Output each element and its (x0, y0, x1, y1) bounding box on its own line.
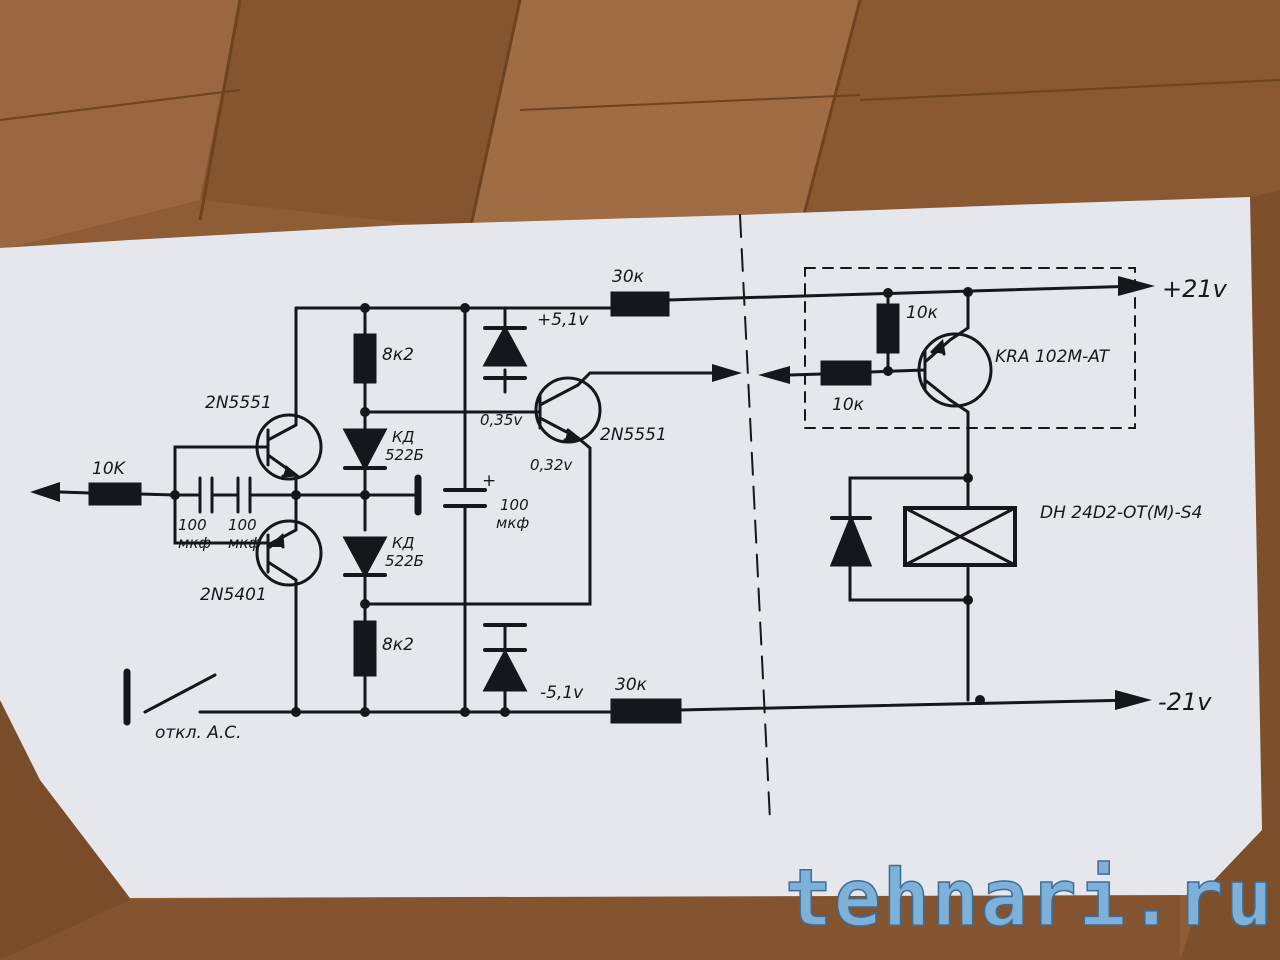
label-d-bot-1: КД (392, 534, 415, 552)
paper-sheet (0, 197, 1262, 898)
label-rail-pos: +21v (1162, 275, 1228, 303)
transistor-q3 (534, 376, 602, 444)
label-c3: 100 (500, 496, 529, 514)
label-switch: откл. А.С. (155, 723, 242, 743)
label-10k-b: 10к (832, 395, 865, 415)
label-q-bot: 2N5401 (200, 585, 267, 605)
resistor-8k2-top (353, 333, 377, 384)
label-c2-unit: мкф (228, 534, 261, 552)
junction-dots (170, 287, 985, 717)
label-v-pos: +5,1v (537, 310, 589, 330)
diode-kd522-bottom (342, 536, 388, 579)
diode-kd522-top (342, 428, 388, 472)
transistor-q1 (255, 413, 323, 497)
label-relay: DH 24D2-OT(M)-S4 (1040, 503, 1202, 523)
label-q-right: KRA 102M-AT (995, 347, 1111, 367)
resistor-30k-bottom (610, 698, 682, 724)
labels: 10K 2N5551 2N5401 100 мкф 100 мкф 8к2 8к… (92, 267, 1228, 743)
resistor-30k-top (610, 291, 670, 317)
arrows (30, 276, 1155, 710)
label-10k-a: 10к (906, 303, 939, 323)
label-q-top: 2N5551 (205, 393, 272, 413)
resistor-input-10k (88, 482, 142, 506)
schematic (30, 214, 1155, 821)
label-d-bot-2: 522Б (385, 552, 424, 570)
input-wire (58, 490, 177, 497)
label-v-neg: -5,1v (540, 683, 584, 703)
watermark: tehnari.ru (785, 854, 1275, 944)
emitter-wire (363, 436, 592, 606)
label-c2: 100 (228, 516, 257, 534)
label-r-in: 10K (92, 459, 127, 479)
label-c3-plus: + (482, 471, 496, 491)
top-rail-wire (294, 284, 1142, 310)
resistor-8k2-bottom (353, 620, 377, 677)
label-c1-unit: мкф (178, 534, 211, 552)
module-dashed-box (804, 267, 1136, 429)
label-d-top-2: 522Б (385, 446, 424, 464)
label-30k-top: 30к (612, 267, 645, 287)
label-c1: 100 (178, 516, 207, 534)
bypass-wire (173, 445, 270, 545)
relay-loop-wire (848, 476, 970, 702)
label-v-emit: 0,32v (530, 456, 573, 474)
capacitor-pair (198, 476, 252, 514)
zener-diode-top (482, 324, 528, 380)
transistor-q-right (917, 332, 993, 408)
label-d-top-1: КД (392, 428, 415, 446)
right-q-wire (948, 290, 970, 480)
zener-diode-bottom (482, 623, 528, 692)
label-r-top: 8к2 (382, 345, 414, 365)
label-30k-bot: 30к (615, 675, 648, 695)
resistor-10k-base (820, 360, 872, 386)
resistor-10k-pullup (876, 303, 900, 354)
label-r-bot: 8к2 (382, 635, 414, 655)
bottom-rail-wire (294, 698, 1137, 714)
relay-coil (903, 506, 1017, 567)
label-c3-unit: мкф (496, 514, 529, 532)
label-q-mid: 2N5551 (600, 425, 667, 445)
label-rail-neg: -21v (1158, 688, 1212, 716)
label-v-base: 0,35v (480, 411, 523, 429)
switch-wire (143, 673, 298, 714)
diode-relay-flyback (829, 513, 873, 567)
transistor-q2 (255, 493, 323, 592)
capacitor-100uf (443, 488, 487, 508)
